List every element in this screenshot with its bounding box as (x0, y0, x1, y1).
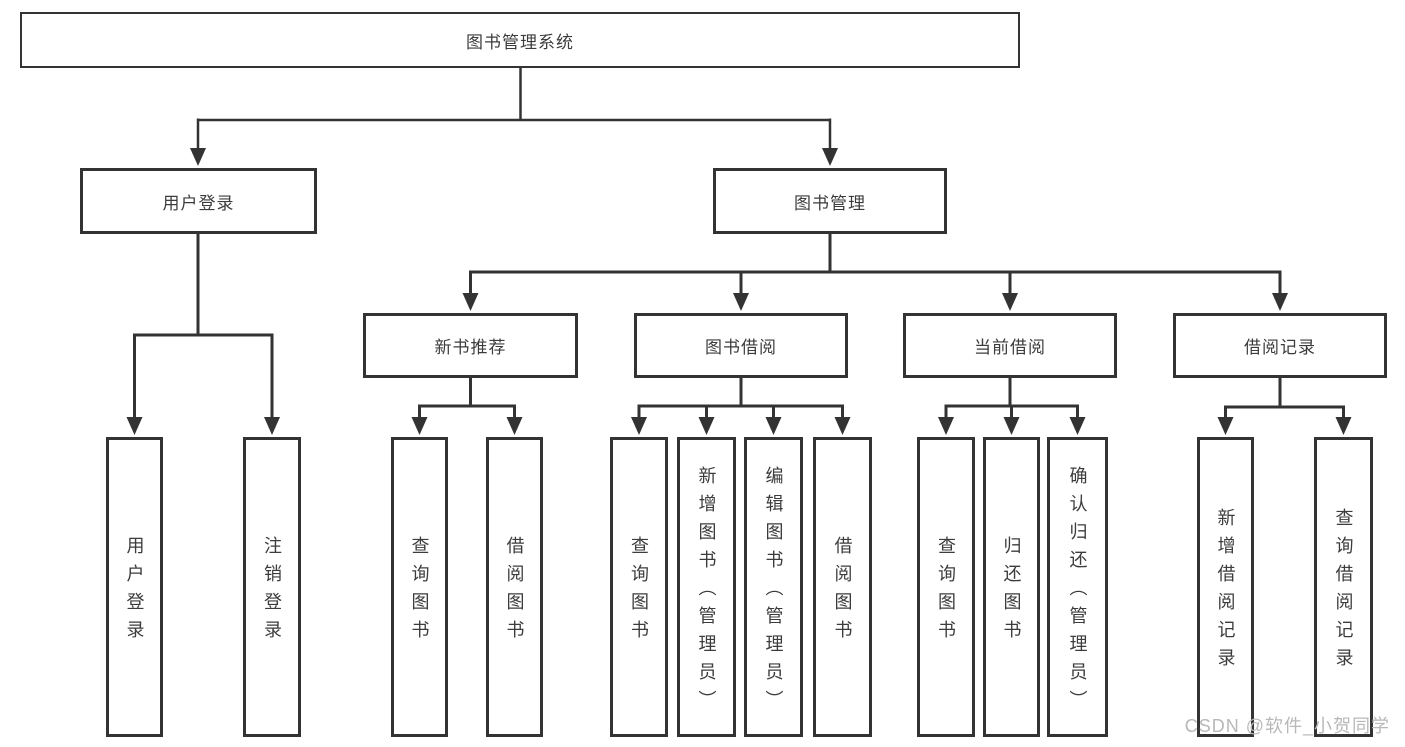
leaf-newrec-borrow-books-label: 借阅图书 (504, 536, 525, 648)
leaf-user-login: 用户登录 (106, 437, 163, 737)
node-borrow-records-label: 借阅记录 (1244, 338, 1316, 357)
leaf-confirm-return-admin: 确认归还（管理员） (1047, 437, 1108, 737)
leaf-borrow-books-label: 借阅图书 (832, 536, 853, 648)
leaf-newrec-query-books: 查询图书 (391, 437, 448, 737)
leaf-edit-books-admin: 编辑图书（管理员） (744, 437, 803, 737)
leaf-add-borrow-record: 新增借阅记录 (1197, 437, 1254, 737)
leaf-logout-label: 注销登录 (262, 536, 282, 648)
arrowhead-icons (126, 148, 1352, 435)
leaf-borrow-query-books: 查询图书 (610, 437, 668, 737)
csdn-watermark: CSDN @软件_小贺同学 (1184, 716, 1390, 736)
leaf-logout: 注销登录 (243, 437, 301, 737)
node-book-borrow: 图书借阅 (634, 313, 848, 378)
node-root: 图书管理系统 (20, 12, 1020, 68)
leaf-add-books-admin: 新增图书（管理员） (677, 437, 736, 737)
leaf-borrow-books: 借阅图书 (813, 437, 872, 737)
leaf-add-borrow-record-label: 新增借阅记录 (1215, 508, 1236, 676)
node-new-book-rec: 新书推荐 (363, 313, 578, 378)
leaf-edit-books-admin-label: 编辑图书（管理员） (763, 466, 784, 718)
node-user-login-label: 用户登录 (162, 193, 235, 213)
node-current-borrow: 当前借阅 (903, 313, 1117, 378)
leaf-current-query-books: 查询图书 (917, 437, 975, 737)
node-new-book-rec-label: 新书推荐 (434, 338, 507, 357)
leaf-newrec-query-books-label: 查询图书 (409, 536, 430, 648)
node-root-label: 图书管理系统 (466, 32, 574, 52)
leaf-confirm-return-admin-label: 确认归还（管理员） (1067, 466, 1088, 718)
leaf-return-books-label: 归还图书 (1001, 536, 1022, 648)
leaf-newrec-borrow-books: 借阅图书 (486, 437, 543, 737)
node-book-mgmt: 图书管理 (713, 168, 947, 234)
node-book-borrow-label: 图书借阅 (705, 338, 777, 357)
leaf-borrow-query-books-label: 查询图书 (629, 536, 649, 648)
leaf-current-query-books-label: 查询图书 (936, 536, 956, 648)
leaf-query-borrow-record: 查询借阅记录 (1314, 437, 1373, 737)
node-book-mgmt-label: 图书管理 (794, 193, 866, 213)
node-user-login: 用户登录 (80, 168, 317, 234)
leaf-query-borrow-record-label: 查询借阅记录 (1333, 508, 1354, 676)
node-current-borrow-label: 当前借阅 (974, 338, 1046, 357)
leaf-return-books: 归还图书 (983, 437, 1040, 737)
node-borrow-records: 借阅记录 (1173, 313, 1387, 378)
leaf-user-login-label: 用户登录 (124, 536, 145, 648)
leaf-add-books-admin-label: 新增图书（管理员） (696, 466, 717, 718)
